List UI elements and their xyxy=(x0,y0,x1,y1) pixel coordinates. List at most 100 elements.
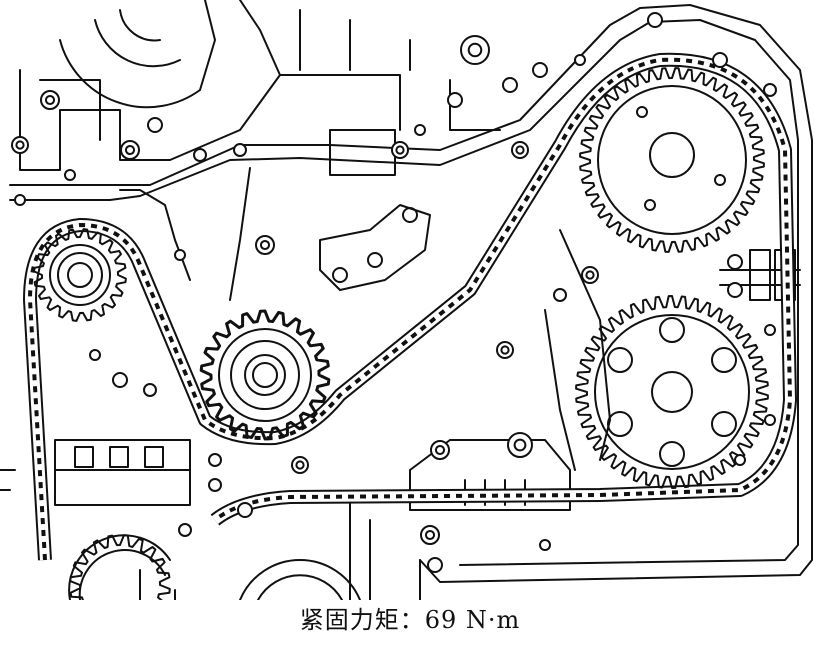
bolt-hole-outer xyxy=(502,77,518,93)
bolt-hole xyxy=(430,440,450,460)
bolt-hole xyxy=(11,136,29,154)
camshaft-gear-lower xyxy=(575,295,769,489)
bolt-hole-outer xyxy=(496,341,514,359)
center-bracket xyxy=(319,204,431,291)
bolt-hole-outer xyxy=(447,92,463,108)
bolt-hole-outer xyxy=(291,456,309,474)
bolt-hole xyxy=(763,83,777,97)
bolt-hole xyxy=(193,148,207,162)
camshaft-sprocket-upper-teeth xyxy=(579,67,765,253)
bolt-hole-inner xyxy=(44,94,56,106)
bolt-hole-outer xyxy=(414,124,426,136)
bolt-hole xyxy=(764,324,776,336)
bolt-hole-outer xyxy=(763,83,777,97)
bolt-hole xyxy=(460,35,490,65)
bolt-hole xyxy=(507,432,533,458)
bolt-hole xyxy=(291,456,309,474)
bolt-hole xyxy=(581,266,599,284)
bolt-hole xyxy=(764,414,776,426)
bolt-hole-outer xyxy=(391,141,409,159)
camshaft-gear-lower-hole xyxy=(659,317,685,343)
bolt-hole-outer xyxy=(14,194,26,206)
bolt-hole xyxy=(414,124,426,136)
bolt-hole xyxy=(143,383,157,397)
bolt-hole xyxy=(14,194,26,206)
bolt-hole xyxy=(233,143,247,157)
torque-caption: 紧固力矩：69 N·m xyxy=(299,606,521,634)
camshaft-sprocket-upper-hole xyxy=(644,199,656,211)
bolt-hole xyxy=(574,54,586,66)
bolt-hole xyxy=(112,372,128,388)
crankshaft-sprocket-rim xyxy=(218,328,312,422)
primary-chain-links xyxy=(28,57,792,561)
bolt-hole-outer xyxy=(712,52,728,68)
bolt-hole-inner xyxy=(500,345,510,355)
camshaft-gear-lower-hole xyxy=(711,411,737,437)
bolt-hole xyxy=(174,249,186,261)
camshaft-gear-lower-hole xyxy=(607,411,633,437)
bolt-hole xyxy=(391,141,409,159)
bolt-hole xyxy=(120,140,140,160)
bolt-hole-outer xyxy=(574,54,586,66)
camshaft-sprocket-upper-hole xyxy=(636,106,648,118)
bolt-hole-outer xyxy=(89,349,101,361)
bolt-hole-inner xyxy=(585,270,595,280)
bolt-hole-outer xyxy=(174,249,186,261)
camshaft-sprocket-upper-rim xyxy=(597,85,747,235)
idler-sprocket-left xyxy=(33,228,127,322)
crankshaft-sprocket-teeth xyxy=(199,309,331,441)
bolt-hole xyxy=(147,117,163,133)
lower-left-gear xyxy=(69,534,171,600)
bolt-hole xyxy=(502,77,518,93)
bolt-hole xyxy=(734,454,746,466)
idler-sprocket-left-hole xyxy=(57,252,103,298)
bolt-hole xyxy=(178,523,192,537)
bolt-hole-inner xyxy=(424,529,436,541)
bolts xyxy=(11,12,777,573)
crankshaft-sprocket xyxy=(199,309,331,441)
engine-housing xyxy=(0,0,813,600)
camshaft-gear-lower-teeth xyxy=(575,295,769,489)
crankshaft-sprocket-hole xyxy=(230,340,300,410)
bolt-hole-outer xyxy=(420,525,440,545)
bolt-hole-outer xyxy=(255,235,275,255)
bolt-hole-outer xyxy=(120,140,140,160)
camshaft-gear-lower-hole xyxy=(651,371,693,413)
bolt-hole-outer xyxy=(727,254,743,270)
bolt-hole-outer xyxy=(430,440,450,460)
lower-center-pulley xyxy=(239,559,361,600)
crankshaft-sprocket-hole xyxy=(244,354,286,396)
bolt-hole-outer xyxy=(511,141,529,159)
camshaft-sprocket-upper xyxy=(579,67,765,253)
bolt-hole-outer xyxy=(178,523,192,537)
bolt-hole xyxy=(511,141,529,159)
bolt-hole xyxy=(532,62,548,78)
bolt-hole xyxy=(427,557,443,573)
bolt-hole-outer xyxy=(64,169,76,181)
bolt-hole xyxy=(496,341,514,359)
bolt-hole xyxy=(237,502,253,518)
bolt-hole-outer xyxy=(460,35,490,65)
bolt-hole-outer xyxy=(193,148,207,162)
bolt-hole-inner xyxy=(124,144,136,156)
bolt-hole xyxy=(647,12,663,28)
idler-sprocket-left-teeth xyxy=(33,228,127,322)
bolt-hole-inner xyxy=(259,239,271,251)
bolt-hole-outer xyxy=(233,143,247,157)
bolt-hole xyxy=(89,349,101,361)
bolt-hole-inner xyxy=(515,145,525,155)
bolt-hole-inner xyxy=(467,42,483,58)
bolt-hole-inner xyxy=(434,444,446,456)
crankshaft-sprocket-hole xyxy=(252,362,278,388)
bolt-hole-outer xyxy=(427,557,443,573)
bolt-hole xyxy=(208,453,222,467)
camshaft-gear-lower-rim xyxy=(594,314,750,470)
bolt-hole-outer xyxy=(237,502,253,518)
timing-chain-diagram xyxy=(0,0,813,600)
bolt-hole xyxy=(40,90,60,110)
bolt-hole xyxy=(727,254,743,270)
timing-chains xyxy=(23,52,797,561)
bolt-hole-outer xyxy=(208,478,222,492)
bolt-hole-outer xyxy=(727,282,743,298)
chain-tensioner-left xyxy=(54,439,191,506)
